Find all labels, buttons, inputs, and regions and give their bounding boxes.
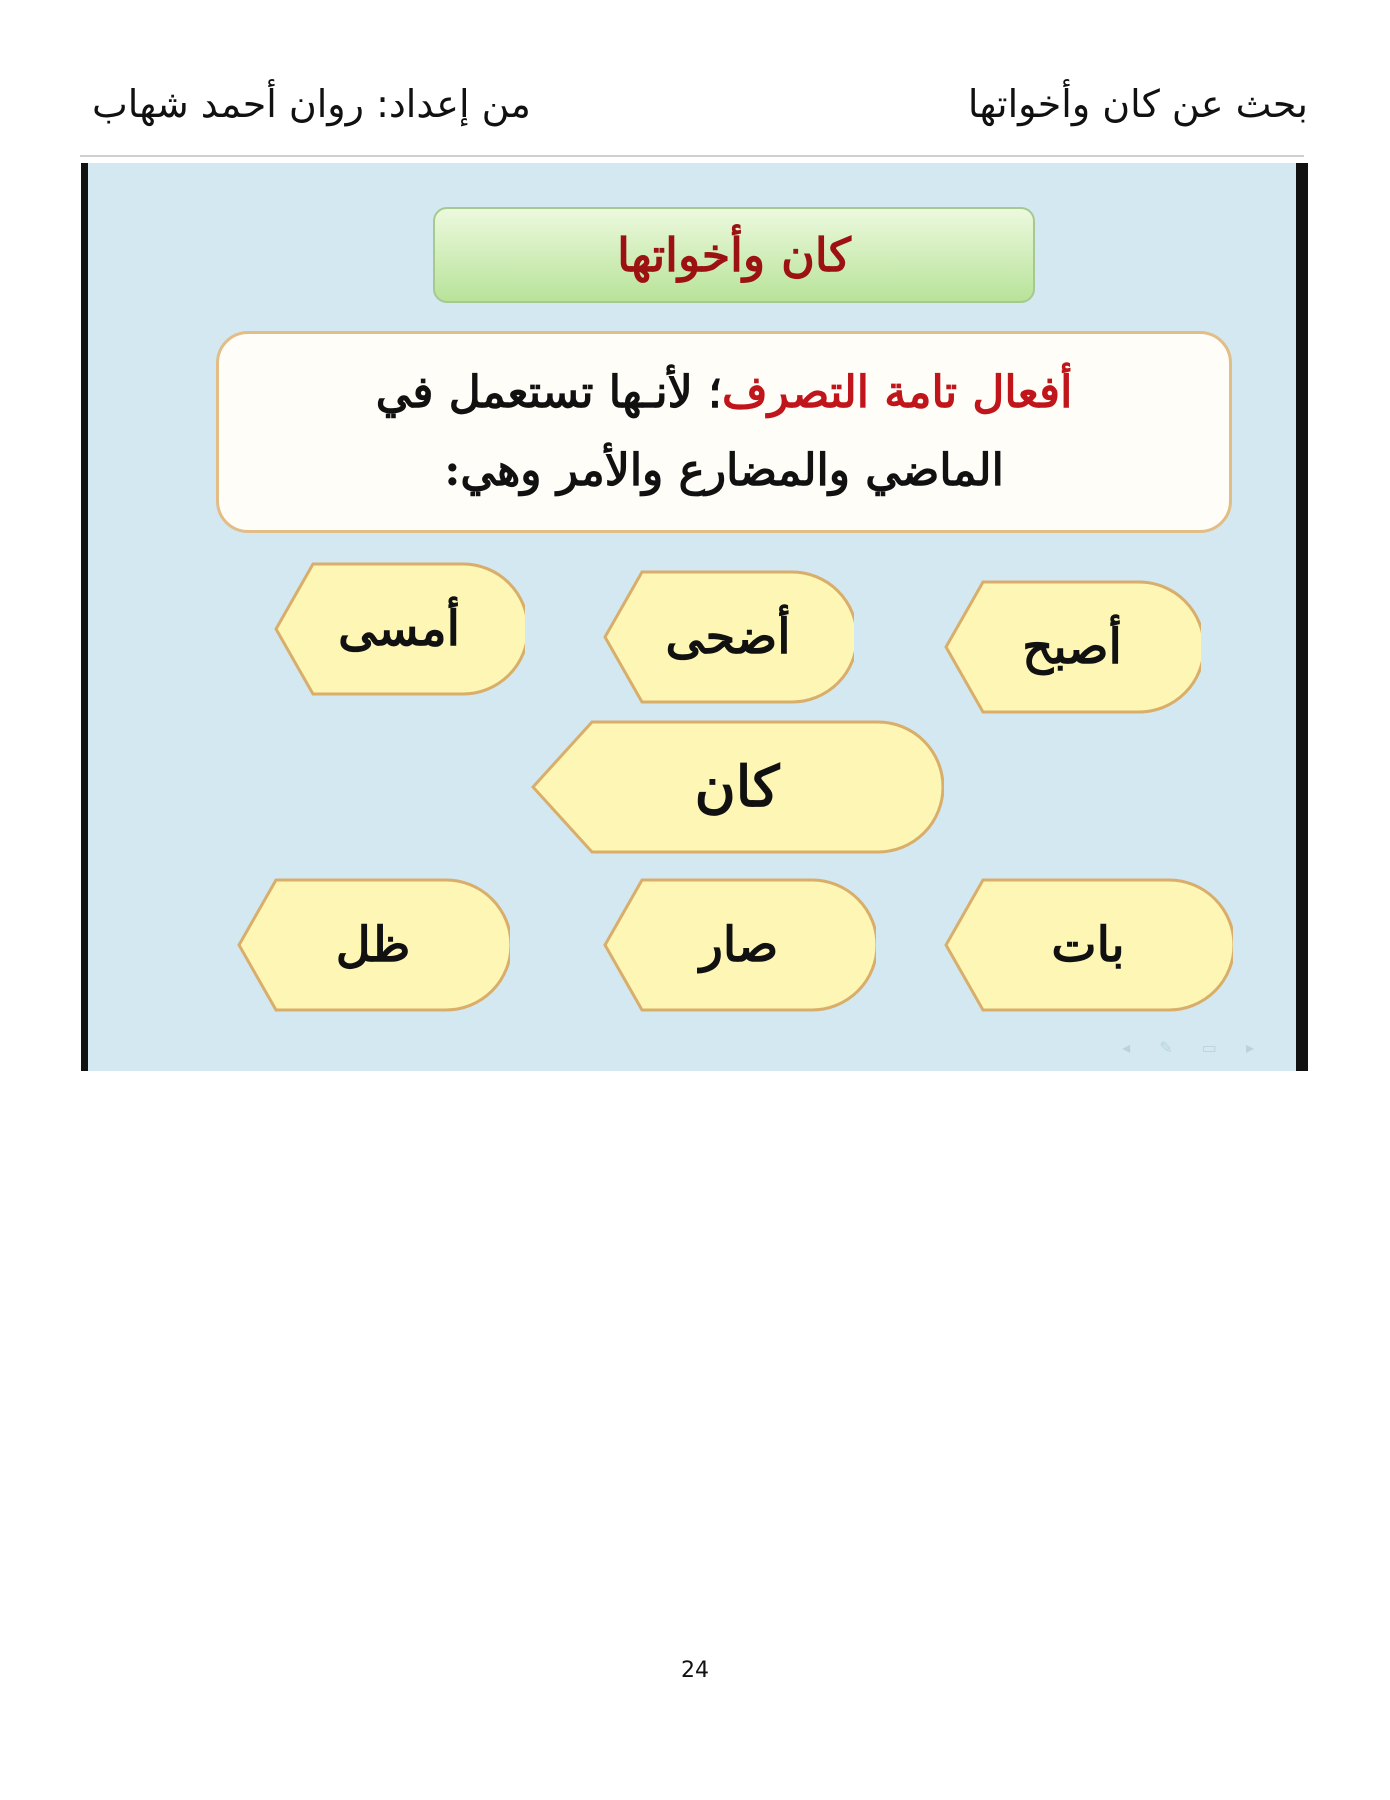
verb-shape-kana: كان xyxy=(530,719,944,855)
verb-shape-zalla: ظل xyxy=(236,877,510,1013)
verb-label: أضحى xyxy=(665,609,791,665)
verb-label: بات xyxy=(1051,917,1125,973)
verb-label: كان xyxy=(694,754,780,820)
verb-label: صار xyxy=(699,917,779,973)
highlight-phrase: أفعال تامة التصرف xyxy=(722,367,1073,418)
verb-shape-adha: أضحى xyxy=(602,569,854,705)
verb-label: أمسى xyxy=(338,601,460,657)
verb-shape-bata: بات xyxy=(943,877,1233,1013)
slide-title: كان وأخواتها xyxy=(433,207,1035,303)
slide-toolbar-icons: ◂ ✎ ▭ ▸ xyxy=(1122,1038,1266,1057)
verb-shape-amsa: أمسى xyxy=(273,561,525,697)
description-box: أفعال تامة التصرف؛ لأنـها تستعمل في الما… xyxy=(216,331,1232,533)
verb-label: ظل xyxy=(335,917,411,973)
description-line-1-rest: ؛ لأنـها تستعمل في xyxy=(375,367,723,418)
page-number: 24 xyxy=(681,1658,709,1683)
document-title: بحث عن كان وأخواتها xyxy=(967,82,1308,126)
verb-label: أصبح xyxy=(1022,619,1122,675)
verb-shape-sara: صار xyxy=(602,877,876,1013)
description-line-2: الماضي والمضارع والأمر وهي: xyxy=(444,445,1004,496)
description-line-1: أفعال تامة التصرف؛ لأنـها تستعمل في xyxy=(319,354,1129,432)
verb-shape-asbaha: أصبح xyxy=(943,579,1201,715)
header-divider xyxy=(80,155,1304,157)
slide-image: كان وأخواتها أفعال تامة التصرف؛ لأنـها ت… xyxy=(81,163,1308,1071)
author-credit: من إعداد: روان أحمد شهاب xyxy=(92,82,531,126)
